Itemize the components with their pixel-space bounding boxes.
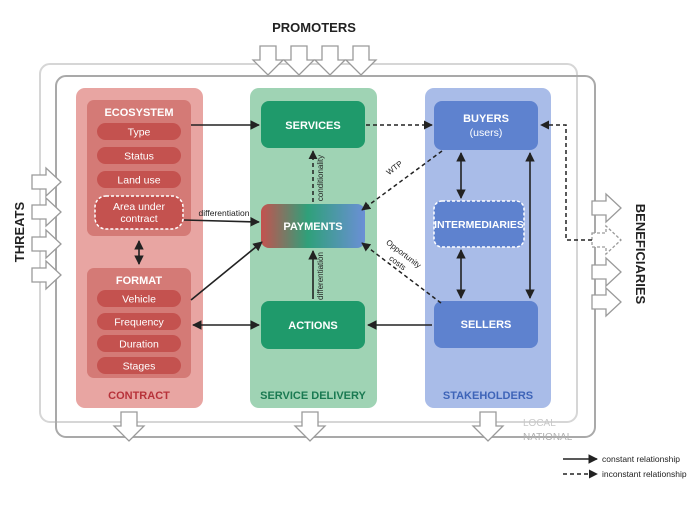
threats-label: THREATS: [12, 201, 27, 262]
ecosystem-item-land-use-label: Land use: [117, 175, 160, 187]
format-item-vehicle: [97, 290, 181, 307]
promoter-arrow-2: [283, 45, 315, 76]
label-wtp: WTP: [385, 159, 405, 177]
beneficiary-arrow-dashed: [591, 224, 622, 256]
arrow-buyers-payments: [361, 150, 443, 211]
label-differentiation-vertical: differentiation: [316, 252, 325, 300]
format-item-duration: [97, 335, 181, 352]
label-differentiation-left: differentiation: [199, 208, 250, 218]
ecosystem-item-status-label: Status: [124, 151, 154, 163]
ecosystem-item-land-use: [97, 171, 181, 188]
actions-box: [261, 301, 365, 349]
ecosystem-item-type-label: Type: [128, 127, 151, 139]
actions-label: ACTIONS: [288, 320, 338, 332]
intermediaries-box: [433, 200, 525, 248]
ecosystem-title: ECOSYSTEM: [104, 107, 173, 119]
format-title: FORMAT: [116, 275, 163, 287]
beneficiary-arrow-1: [591, 193, 622, 223]
national-label: NATIONAL: [523, 432, 573, 443]
payments-label: PAYMENTS: [283, 221, 342, 233]
format-item-stages: [97, 357, 181, 374]
contract-title: CONTRACT: [108, 390, 170, 402]
payments-box: [261, 204, 365, 248]
beneficiary-arrow-4: [591, 287, 622, 317]
promoter-arrow-1: [252, 45, 284, 76]
arrow-area-payments: [183, 216, 260, 227]
intermediaries-label: INTERMEDIARIES: [434, 219, 524, 231]
national-frame: [55, 75, 596, 438]
format-item-frequency: [97, 313, 181, 330]
beneficiaries-label: BENEFICIARIES: [633, 204, 648, 305]
buyers-label-line2: (users): [470, 127, 503, 139]
beneficiary-arrow-3: [591, 257, 622, 287]
buyers-box: [434, 101, 538, 150]
format-item-stages-label: Stages: [123, 361, 156, 373]
area-under-contract-line1: Area under: [113, 201, 165, 213]
sellers-label: SELLERS: [461, 319, 512, 331]
promoter-arrow-4: [345, 45, 377, 76]
buyers-label-line1: BUYERS: [463, 113, 509, 125]
arrow-format-payments: [190, 241, 263, 301]
promoter-arrow-3: [314, 45, 346, 76]
ecosystem-item-type: [97, 123, 181, 140]
stakeholders-title: STAKEHOLDERS: [443, 390, 533, 402]
sellers-box: [434, 301, 538, 348]
format-item-frequency-label: Frequency: [114, 317, 164, 329]
format-item-duration-label: Duration: [119, 339, 159, 351]
arrow-sellers-payments: [361, 242, 442, 304]
ecosystem-item-area-under-contract: [94, 195, 184, 230]
label-conditionality: conditionality: [316, 155, 325, 201]
promoters-label: PROMOTERS: [272, 20, 356, 35]
services-box: [261, 101, 365, 148]
legend-inconstant-label: inconstant relationship: [602, 469, 687, 479]
services-label: SERVICES: [285, 120, 340, 132]
area-under-contract-line2: contract: [120, 213, 157, 225]
service-delivery-title: SERVICE DELIVERY: [260, 390, 366, 402]
ecosystem-item-status: [97, 147, 181, 164]
format-item-vehicle-label: Vehicle: [122, 294, 156, 306]
local-label: LOCAL: [523, 418, 556, 429]
legend-constant-label: constant relationship: [602, 454, 680, 464]
